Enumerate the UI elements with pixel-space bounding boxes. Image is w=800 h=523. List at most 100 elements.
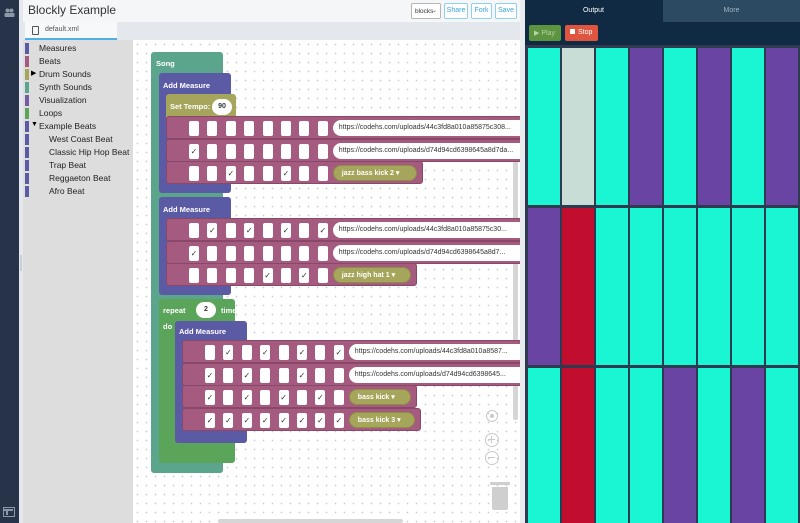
beat-step-checkbox[interactable]: ✓	[260, 345, 271, 360]
beat-step-checkbox[interactable]: ✓	[315, 390, 326, 405]
save-button[interactable]: Save	[495, 3, 517, 19]
beat-row-block[interactable]: ✓https://codehs.com/uploads/d74d94cd6398…	[166, 240, 520, 264]
beat-step-checkbox[interactable]	[262, 166, 273, 181]
beat-step-checkbox[interactable]: ✓	[297, 367, 307, 383]
beat-step-checkbox[interactable]: ✓	[189, 143, 199, 159]
toolbox-item-reggaeton-beat[interactable]: Reggaeton Beat	[25, 173, 133, 184]
file-tab-default-xml[interactable]: default.xml	[25, 22, 117, 40]
beat-step-checkbox[interactable]	[225, 143, 236, 159]
toolbox-item-classic-hip-hop-beat[interactable]: Classic Hip Hop Beat	[25, 147, 133, 158]
layout-toggle-icon[interactable]	[3, 507, 15, 517]
beat-step-checkbox[interactable]	[315, 345, 326, 360]
collapse-arrow-icon[interactable]: ▼	[31, 121, 38, 128]
sound-url-input[interactable]: https://codehs.com/uploads/44c3fd8a010a8…	[348, 344, 520, 360]
beat-step-checkbox[interactable]	[189, 121, 199, 136]
beat-step-checkbox[interactable]	[299, 143, 310, 159]
workspace-vertical-scrollbar[interactable]	[513, 160, 518, 420]
resize-grip[interactable]	[20, 255, 22, 271]
beat-step-checkbox[interactable]	[225, 121, 236, 136]
beat-step-checkbox[interactable]: ✓	[278, 412, 289, 428]
beat-step-checkbox[interactable]: ✓	[205, 412, 215, 428]
beat-step-checkbox[interactable]	[241, 345, 252, 360]
beat-step-checkbox[interactable]: ✓	[205, 367, 215, 383]
beat-step-checkbox[interactable]: ✓	[315, 412, 326, 428]
beat-step-checkbox[interactable]	[317, 245, 328, 261]
beat-row-block[interactable]: ✓ https://codehs.com/uploads/d74d94cd6398…	[166, 138, 520, 162]
beat-step-checkbox[interactable]	[333, 367, 344, 383]
beat-step-checkbox[interactable]	[207, 268, 218, 283]
beat-step-checkbox[interactable]: ✓	[205, 390, 215, 405]
beat-step-checkbox[interactable]	[281, 143, 291, 159]
beat-step-checkbox[interactable]: ✓	[241, 390, 252, 405]
beat-step-checkbox[interactable]: ✓	[223, 412, 234, 428]
toolbox-item-example-beats[interactable]: ▼Example Beats	[25, 121, 133, 132]
sound-url-input[interactable]: https://codehs.com/uploads/d74d94cd63986…	[332, 142, 520, 159]
beat-step-checkbox[interactable]	[297, 390, 307, 405]
recenter-icon[interactable]	[486, 410, 498, 422]
sound-dropdown[interactable]: bass kick ▾	[348, 389, 411, 405]
beat-step-checkbox[interactable]	[189, 268, 199, 283]
beat-step-checkbox[interactable]	[299, 121, 310, 136]
view-mode-select[interactable]: blocks ⌄	[411, 3, 441, 19]
beat-step-checkbox[interactable]: ✓	[297, 412, 307, 428]
beat-step-checkbox[interactable]	[262, 143, 273, 159]
beat-step-checkbox[interactable]	[262, 223, 273, 238]
beat-step-checkbox[interactable]	[281, 121, 291, 136]
toolbox-item-synth-sounds[interactable]: Synth Sounds	[25, 82, 133, 93]
right-resize-handle[interactable]	[520, 0, 525, 523]
fork-button[interactable]: Fork	[471, 3, 492, 19]
beat-step-checkbox[interactable]	[244, 121, 255, 136]
toolbox-item-visualization[interactable]: Visualization	[25, 95, 133, 106]
beat-step-checkbox[interactable]	[262, 245, 273, 261]
toolbox-item-loops[interactable]: Loops	[25, 108, 133, 119]
toolbox-item-west-coast-beat[interactable]: West Coast Beat	[25, 134, 133, 145]
beat-step-checkbox[interactable]: ✓	[262, 268, 273, 283]
workspace-horizontal-scrollbar[interactable]	[218, 519, 403, 523]
sound-url-input[interactable]: https://codehs.com/uploads/44c3fd8a010a8…	[332, 222, 520, 238]
beat-step-checkbox[interactable]	[207, 166, 218, 181]
expand-arrow-icon[interactable]: ▶	[31, 70, 37, 77]
beat-step-checkbox[interactable]	[317, 143, 328, 159]
beat-step-checkbox[interactable]: ✓	[241, 367, 252, 383]
beat-step-checkbox[interactable]: ✓	[297, 345, 307, 360]
beat-step-checkbox[interactable]: ✓	[299, 268, 310, 283]
toolbox-item-afro-beat[interactable]: Afro Beat	[25, 186, 133, 197]
beat-step-checkbox[interactable]	[225, 223, 236, 238]
beat-step-checkbox[interactable]	[317, 268, 328, 283]
beat-step-checkbox[interactable]	[223, 390, 234, 405]
stop-button[interactable]: Stop	[565, 25, 598, 41]
zoom-in-icon[interactable]	[485, 433, 499, 447]
play-button[interactable]: ▶ Play	[529, 25, 561, 41]
beat-step-checkbox[interactable]	[205, 345, 215, 360]
beat-step-checkbox[interactable]	[244, 166, 255, 181]
blockly-workspace[interactable]: Song Add Measure Set Tempo: 90 https://c…	[133, 40, 520, 523]
tempo-input[interactable]: 90	[212, 99, 232, 115]
toolbox-item-beats[interactable]: Beats	[25, 56, 133, 67]
beat-step-checkbox[interactable]: ✓	[281, 166, 291, 181]
beat-step-checkbox[interactable]	[262, 121, 273, 136]
beat-step-checkbox[interactable]	[189, 166, 199, 181]
beat-step-checkbox[interactable]	[299, 223, 310, 238]
beat-step-checkbox[interactable]	[315, 367, 326, 383]
toolbox-item-measures[interactable]: Measures	[25, 43, 133, 54]
beat-step-checkbox[interactable]: ✓	[333, 345, 344, 360]
sound-dropdown[interactable]: jazz high hat 1 ▾	[332, 267, 411, 283]
beat-row-block[interactable]: ✓✓✓✓https://codehs.com/uploads/44c3fd8a0…	[182, 340, 520, 363]
share-button[interactable]: Share	[444, 3, 468, 19]
beat-step-checkbox[interactable]	[244, 245, 255, 261]
beat-step-checkbox[interactable]	[207, 121, 218, 136]
left-resize-handle[interactable]	[19, 0, 23, 523]
beat-step-checkbox[interactable]	[281, 268, 291, 283]
beat-step-checkbox[interactable]	[317, 121, 328, 136]
sound-dropdown[interactable]: jazz bass kick 2 ▾	[332, 165, 417, 181]
beat-step-checkbox[interactable]	[207, 143, 218, 159]
beat-step-checkbox[interactable]	[260, 390, 271, 405]
beat-step-checkbox[interactable]: ✓	[241, 412, 252, 428]
zoom-out-icon[interactable]	[485, 451, 499, 465]
beat-step-checkbox[interactable]	[189, 223, 199, 238]
tab-more[interactable]: More	[663, 0, 800, 22]
beat-step-checkbox[interactable]: ✓	[207, 223, 218, 238]
beat-step-checkbox[interactable]	[278, 367, 289, 383]
beat-row-block[interactable]: ✓✓jazz bass kick 2 ▾	[166, 161, 423, 184]
beat-step-checkbox[interactable]	[223, 367, 234, 383]
